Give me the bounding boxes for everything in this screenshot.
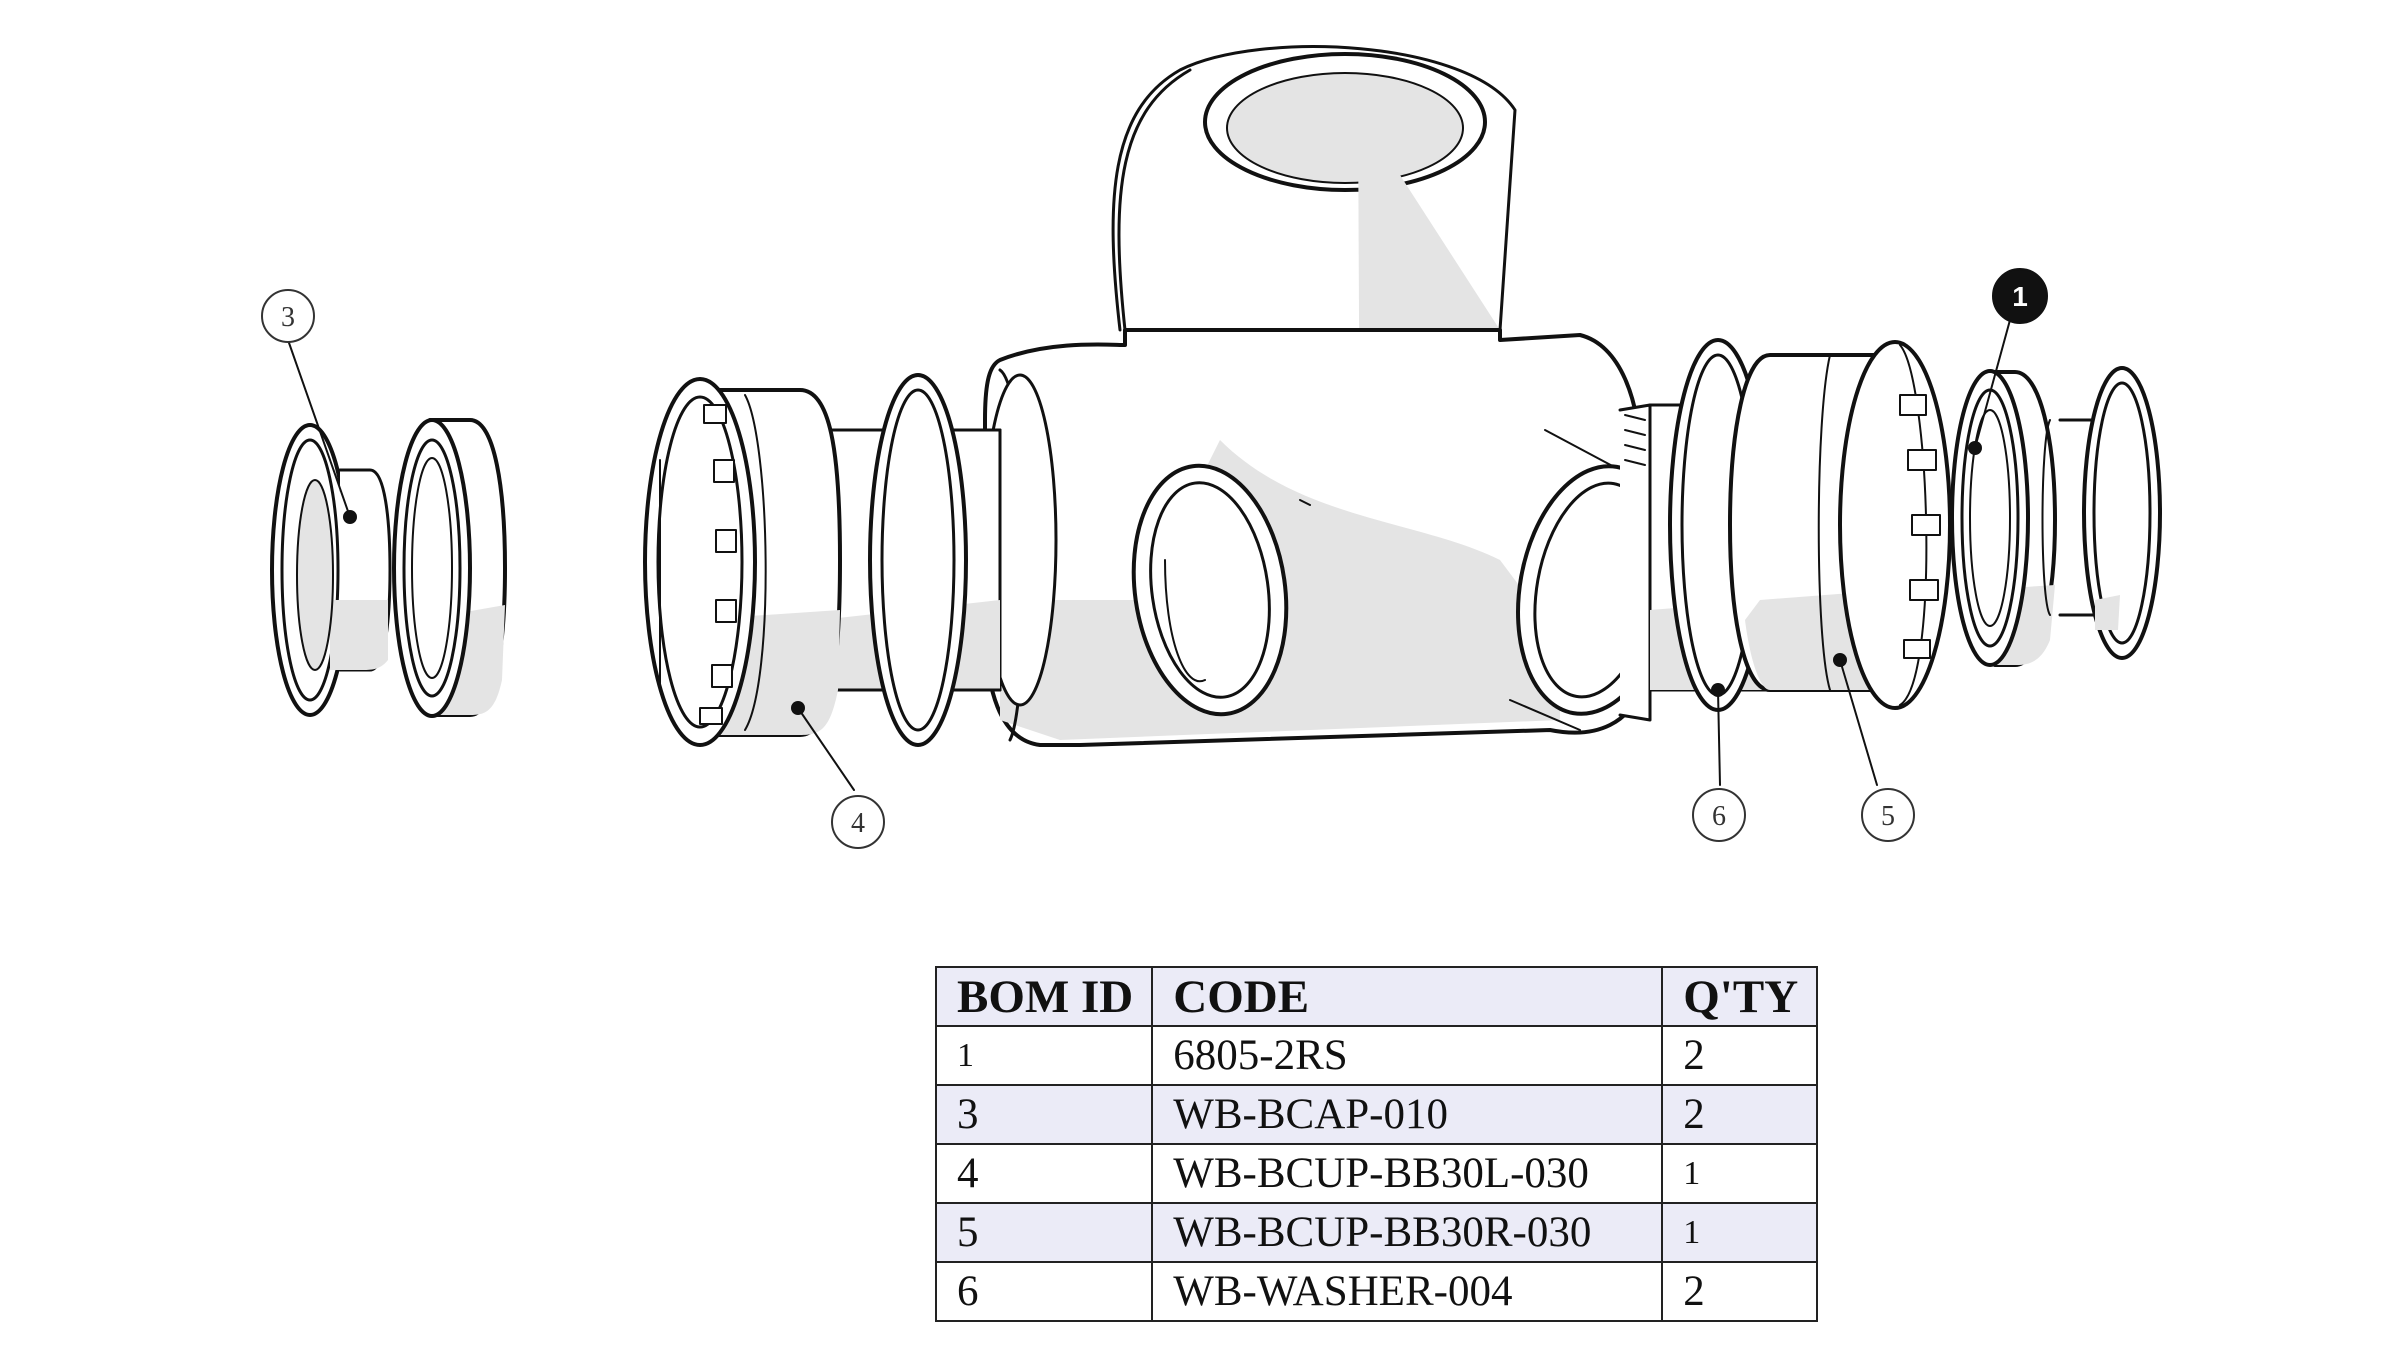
callout-5: 5: [1861, 788, 1915, 842]
svg-text:1: 1: [2012, 281, 2028, 312]
right-bearing: [1950, 369, 2057, 667]
bom-cell-code: WB-WASHER-004: [1151, 1261, 1664, 1322]
bom-table: BOM ID CODE Q'TY 1 6805-2RS 2 3 WB-BCAP-…: [934, 966, 1819, 1322]
callout-1: 1: [1992, 268, 2048, 324]
bom-cell-id: 4: [934, 1143, 1154, 1204]
bom-cell-code: WB-BCUP-BB30R-030: [1151, 1202, 1664, 1263]
bom-header-code: CODE: [1151, 966, 1664, 1027]
bom-cell-qty: 2: [1661, 1261, 1819, 1322]
right-cup: [1728, 340, 1952, 710]
table-row: 1 6805-2RS 2: [934, 1025, 1819, 1086]
leader-dots: [343, 441, 1982, 715]
bom-cell-id: 5: [934, 1202, 1154, 1263]
left-cap: [270, 423, 392, 717]
table-row: 6 WB-WASHER-004 2: [934, 1261, 1819, 1322]
right-cap: [2041, 366, 2162, 660]
svg-text:4: 4: [851, 808, 865, 839]
bom-cell-id: 3: [934, 1084, 1154, 1145]
bom-header-row: BOM ID CODE Q'TY: [934, 966, 1819, 1027]
bom-cell-id: 6: [934, 1261, 1154, 1322]
bom-cell-code: WB-BCUP-BB30L-030: [1151, 1143, 1664, 1204]
left-bearing: [392, 418, 507, 718]
washer-left: [868, 373, 968, 747]
bom-header-qty: Q'TY: [1661, 966, 1819, 1027]
bom-cell-id: 1: [934, 1025, 1154, 1086]
bom-cell-qty: 1: [1661, 1202, 1819, 1263]
callout-4: 4: [831, 795, 885, 849]
callout-6: 6: [1692, 788, 1746, 842]
svg-text:6: 6: [1712, 801, 1726, 832]
bom-cell-qty: 2: [1661, 1084, 1819, 1145]
callout-3: 3: [261, 289, 315, 343]
table-row: 4 WB-BCUP-BB30L-030 1: [934, 1143, 1819, 1204]
left-cup: [643, 377, 842, 747]
bom-cell-qty: 1: [1661, 1143, 1819, 1204]
frame-shell: [982, 45, 1674, 747]
leader-lines: [287, 319, 2011, 791]
bom-cell-code: 6805-2RS: [1151, 1025, 1664, 1086]
table-row: 3 WB-BCAP-010 2: [934, 1084, 1819, 1145]
table-row: 5 WB-BCUP-BB30R-030 1: [934, 1202, 1819, 1263]
bom-header-id: BOM ID: [934, 966, 1154, 1027]
bom-cell-code: WB-BCAP-010: [1151, 1084, 1664, 1145]
svg-text:5: 5: [1881, 801, 1895, 832]
bom-cell-qty: 2: [1661, 1025, 1819, 1086]
svg-text:3: 3: [281, 302, 295, 333]
